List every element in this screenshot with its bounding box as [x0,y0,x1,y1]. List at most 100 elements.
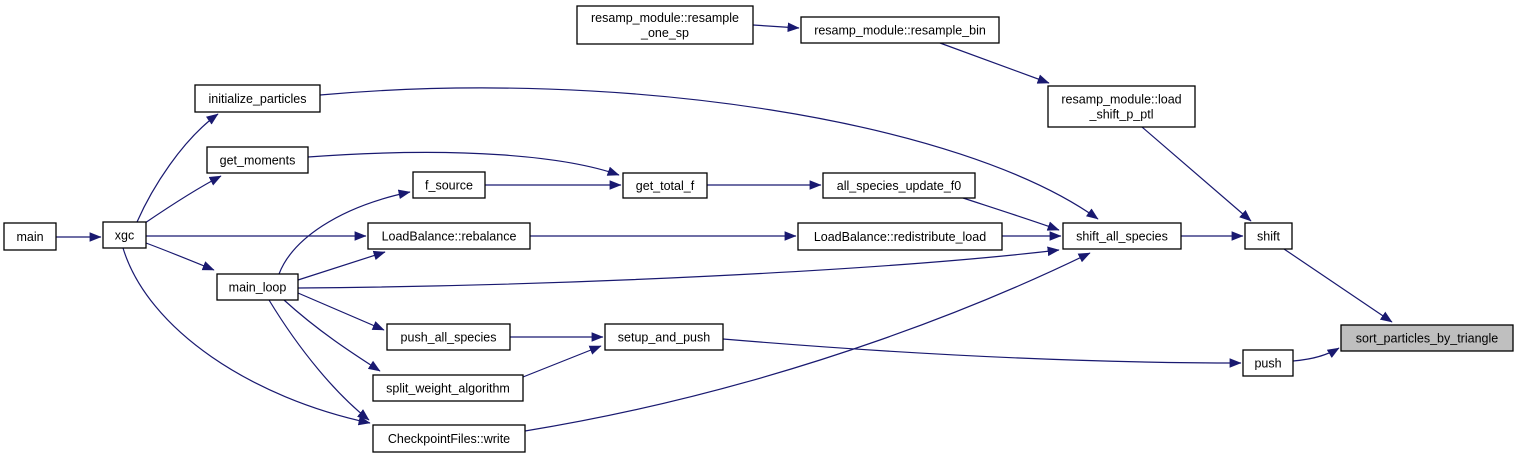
node-label[interactable]: all_species_update_f0 [837,179,961,193]
node-box[interactable] [797,222,1003,251]
edge-main_loop-to-split_weight_algorithm [283,299,381,372]
node-label[interactable]: push_all_species [401,331,497,345]
edge-main_loop-to-push_all_species [297,292,385,331]
node-label[interactable]: LoadBalance::rebalance [382,230,517,244]
edge-main_loop-to-checkpoint_write [268,299,370,421]
node-label-line[interactable]: split_weight_algorithm [386,382,510,396]
node-label[interactable]: push [1254,357,1281,371]
edge-resample_one_sp-to-resample_bin [752,22,800,33]
node-push[interactable]: push [1242,349,1294,377]
node-resample_one_sp[interactable]: resamp_module::resample_one_sp [576,5,754,45]
edge-main_loop-to-f_source [278,189,411,275]
edge-push-to-sort_particles_by_triangle [1292,347,1340,362]
node-label[interactable]: split_weight_algorithm [386,382,510,396]
edge-shift-to-sort_particles_by_triangle [1283,248,1393,323]
node-label[interactable]: shift [1257,230,1280,244]
node-label-line[interactable]: setup_and_push [618,331,710,345]
node-box[interactable] [3,222,57,251]
node-initialize_particles[interactable]: initialize_particles [194,84,321,113]
node-label[interactable]: resamp_module::resample_bin [814,24,986,38]
node-checkpoint_write[interactable]: CheckpointFiles::write [372,424,526,453]
node-box[interactable] [372,424,526,453]
node-box[interactable] [386,323,511,351]
node-label[interactable]: get_moments [220,154,296,168]
node-label-line[interactable]: main_loop [229,281,287,295]
node-box[interactable] [102,221,147,249]
node-all_species_update_f0[interactable]: all_species_update_f0 [822,172,976,199]
edge-load_shift_p_ptl-to-shift [1141,126,1252,222]
node-box[interactable] [1242,349,1294,377]
node-label-line[interactable]: LoadBalance::rebalance [382,230,517,244]
node-label-line[interactable]: xgc [115,229,134,243]
node-label-line[interactable]: shift [1257,230,1280,244]
node-shift_all_species[interactable]: shift_all_species [1062,222,1182,250]
node-label[interactable]: resamp_module::load_shift_p_ptl [1061,93,1181,122]
node-label-line[interactable]: get_moments [220,154,296,168]
node-label-line[interactable]: get_total_f [636,179,695,193]
node-box[interactable] [604,323,724,351]
node-box[interactable] [622,172,708,199]
node-label[interactable]: initialize_particles [209,92,307,106]
node-box[interactable] [1047,85,1196,128]
node-label-line[interactable]: push [1254,357,1281,371]
node-label[interactable]: CheckpointFiles::write [388,432,510,446]
edge-resample_bin-to-load_shift_p_ptl [939,42,1050,84]
edge-setup_and_push-to-push [722,338,1242,368]
node-get_total_f[interactable]: get_total_f [622,172,708,199]
node-label-line[interactable]: resamp_module::resample_bin [814,24,986,38]
node-label[interactable]: main_loop [229,281,287,295]
node-label-line[interactable]: initialize_particles [209,92,307,106]
node-box[interactable] [216,273,299,301]
node-box[interactable] [367,222,531,250]
node-label-line[interactable]: _shift_p_ptl [1089,108,1154,122]
edge-split_weight_algorithm-to-setup_and_push [522,345,602,378]
node-xgc[interactable]: xgc [102,221,147,249]
node-box[interactable] [372,374,524,402]
node-resample_bin[interactable]: resamp_module::resample_bin [800,16,1000,44]
node-label-line[interactable]: LoadBalance::redistribute_load [814,230,986,244]
node-split_weight_algorithm[interactable]: split_weight_algorithm [372,374,524,402]
node-label[interactable]: setup_and_push [618,331,710,345]
node-box[interactable] [1062,222,1182,250]
node-box[interactable] [412,171,486,199]
node-label-line[interactable]: CheckpointFiles::write [388,432,510,446]
node-label[interactable]: resamp_module::resample_one_sp [591,11,739,40]
node-label-line[interactable]: resamp_module::resample [591,11,739,25]
node-label-line[interactable]: _one_sp [640,26,689,40]
node-setup_and_push[interactable]: setup_and_push [604,323,724,351]
node-load_shift_p_ptl[interactable]: resamp_module::load_shift_p_ptl [1047,85,1196,128]
node-main[interactable]: main [3,222,57,251]
node-box[interactable] [576,5,754,45]
node-shift[interactable]: shift [1244,222,1293,250]
node-label-line[interactable]: resamp_module::load [1061,93,1181,107]
node-f_source[interactable]: f_source [412,171,486,199]
node-box[interactable] [822,172,976,199]
node-label[interactable]: xgc [115,229,134,243]
node-push_all_species[interactable]: push_all_species [386,323,511,351]
node-box[interactable] [1244,222,1293,250]
node-label-line[interactable]: main [16,230,43,244]
node-redistribute_load[interactable]: LoadBalance::redistribute_load [797,222,1003,251]
edge-main_loop-to-shift_all_species [297,246,1060,289]
node-box[interactable] [206,146,309,174]
node-label-line[interactable]: all_species_update_f0 [837,179,961,193]
node-label-line[interactable]: f_source [425,179,473,193]
edge-xgc-to-checkpoint_write [122,247,371,426]
node-get_moments[interactable]: get_moments [206,146,309,174]
edge-initialize_particles-to-shift_all_species [319,87,1099,220]
node-label-line[interactable]: shift_all_species [1076,230,1168,244]
node-label[interactable]: get_total_f [636,179,695,193]
node-rebalance[interactable]: LoadBalance::rebalance [367,222,531,250]
edge-xgc-to-main_loop [145,242,215,271]
node-label[interactable]: shift_all_species [1076,230,1168,244]
node-sort_particles_by_triangle: sort_particles_by_triangle [1340,324,1514,352]
node-label-line[interactable]: push_all_species [401,331,497,345]
node-label[interactable]: LoadBalance::redistribute_load [814,230,986,244]
node-box[interactable] [800,16,1000,44]
node-label[interactable]: f_source [425,179,473,193]
node-main_loop[interactable]: main_loop [216,273,299,301]
node-box[interactable] [194,84,321,113]
node-label[interactable]: main [16,230,43,244]
